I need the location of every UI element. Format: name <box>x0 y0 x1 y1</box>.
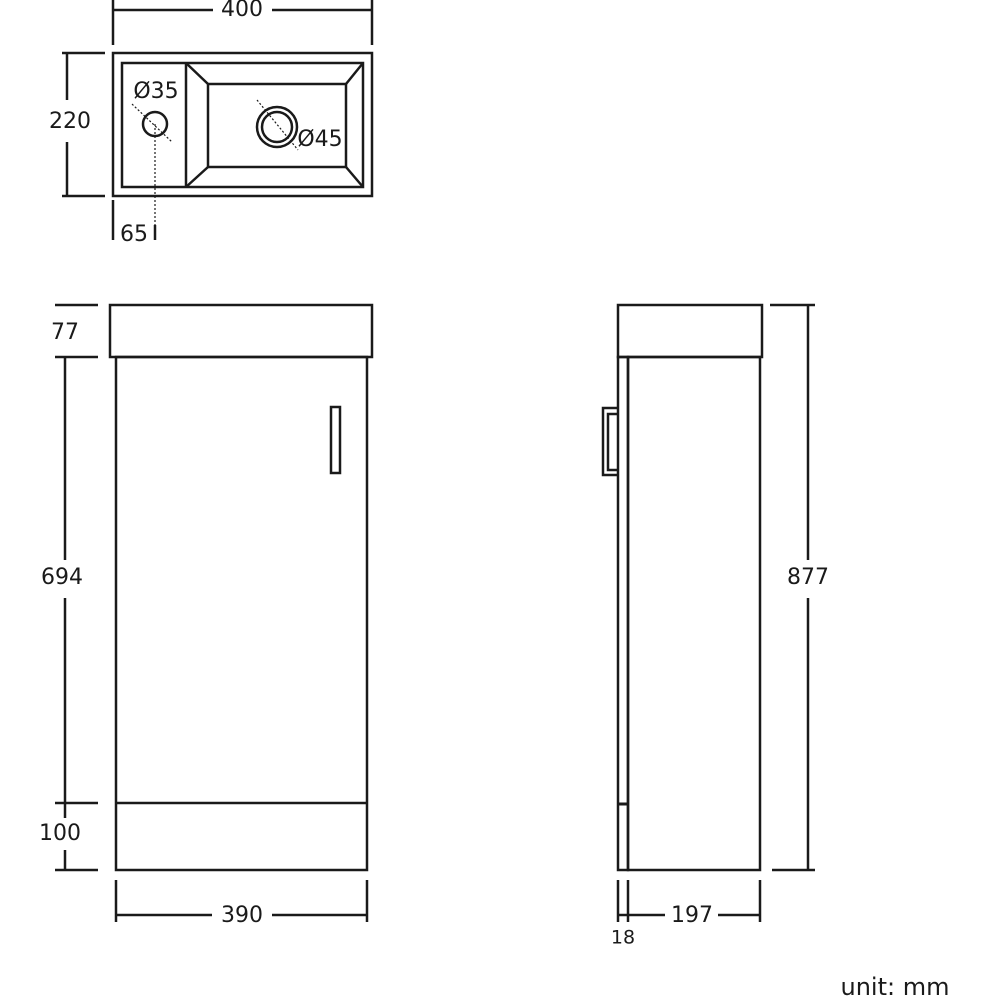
tap-offset-dimension-line <box>111 200 157 240</box>
front-width-dimension-line <box>114 880 369 922</box>
height-dimension-lines <box>55 303 98 872</box>
door-thickness-dimension: 18 <box>611 927 635 949</box>
total-height-dimension-line <box>770 303 815 872</box>
plinth-height-dimension: 100 <box>39 821 81 846</box>
depth-dimension-line <box>62 51 105 198</box>
door-handle-side <box>601 406 618 477</box>
waste-inner <box>260 110 294 144</box>
front-width-dimension: 390 <box>221 903 263 928</box>
tap-hole-diameter: Ø35 <box>133 79 178 104</box>
unit-label: unit: mm <box>841 973 950 1000</box>
tap-hole-centerline <box>131 103 173 240</box>
width-dimension: 400 <box>221 0 263 22</box>
total-height-dimension: 877 <box>787 565 829 590</box>
cabinet-height-dimension: 694 <box>41 565 83 590</box>
side-depth-dimension-lines <box>616 880 762 922</box>
basin-front <box>108 303 374 359</box>
basin-side <box>616 303 764 359</box>
door-handle <box>329 405 342 475</box>
door-side <box>616 355 630 872</box>
basin-rim <box>120 61 365 189</box>
cabinet-front <box>114 355 369 872</box>
top-view: Ø35 Ø45 400 220 65 <box>49 0 374 247</box>
waste-diameter: Ø45 <box>297 127 342 152</box>
bowl-bottom <box>206 82 348 169</box>
front-view: 77 694 100 390 <box>39 303 374 928</box>
waste-outer <box>255 105 299 149</box>
tap-offset-dimension: 65 <box>120 222 148 247</box>
cabinet-side <box>626 355 762 872</box>
waste-centerline <box>256 99 299 151</box>
basin-outline <box>111 51 374 198</box>
bowl-bevels <box>185 62 364 188</box>
side-depth-dimension: 197 <box>671 903 713 928</box>
width-dimension-line <box>111 0 374 45</box>
side-view: 877 197 18 <box>601 303 829 949</box>
depth-dimension: 220 <box>49 109 91 134</box>
basin-height-dimension: 77 <box>51 320 79 345</box>
